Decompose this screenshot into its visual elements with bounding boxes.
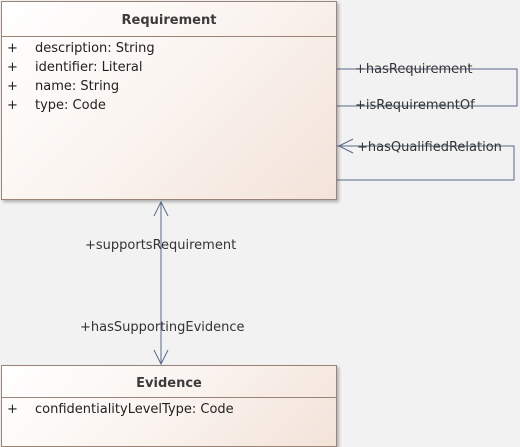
evidence-class[interactable]: Evidence + confidentialityLevelType: Cod… — [1, 365, 337, 447]
is-requirement-of-label: +isRequirementOf — [355, 98, 475, 113]
evidence-attribute-list: + confidentialityLevelType: Code — [2, 398, 336, 421]
attribute-text: type: Code — [35, 98, 106, 113]
attribute-row[interactable]: + type: Code — [2, 98, 336, 117]
requirement-attribute-list: + description: String + identifier: Lite… — [2, 37, 336, 117]
attribute-visibility: + — [7, 98, 18, 113]
attribute-text: description: String — [35, 41, 155, 56]
requirement-class[interactable]: Requirement + description: String + iden… — [1, 1, 337, 200]
attribute-text: identifier: Literal — [35, 60, 143, 75]
attribute-row[interactable]: + description: String — [2, 41, 336, 60]
requirement-end-arrowhead — [153, 200, 169, 217]
requirement-class-name: Requirement — [2, 2, 336, 37]
supports-requirement-label: +supportsRequirement — [85, 238, 237, 253]
has-qualified-relation-label: +hasQualifiedRelation — [357, 140, 502, 155]
attribute-text: name: String — [35, 79, 120, 94]
evidence-end-arrowhead — [153, 349, 169, 366]
attribute-visibility: + — [7, 79, 18, 94]
qualified-relation-connector[interactable] — [337, 145, 515, 181]
has-supporting-evidence-label: +hasSupportingEvidence — [80, 320, 245, 335]
attribute-row[interactable]: + confidentialityLevelType: Code — [2, 402, 336, 421]
attribute-row[interactable]: + name: String — [2, 79, 336, 98]
qualified-relation-arrowhead — [337, 138, 354, 154]
attribute-visibility: + — [7, 60, 18, 75]
self-association-requirement-connector[interactable] — [337, 68, 518, 107]
has-requirement-label: +hasRequirement — [355, 62, 473, 77]
attribute-visibility: + — [7, 41, 18, 56]
attribute-row[interactable]: + identifier: Literal — [2, 60, 336, 79]
attribute-visibility: + — [7, 402, 18, 417]
attribute-text: confidentialityLevelType: Code — [35, 402, 234, 417]
evidence-class-name: Evidence — [2, 366, 336, 398]
